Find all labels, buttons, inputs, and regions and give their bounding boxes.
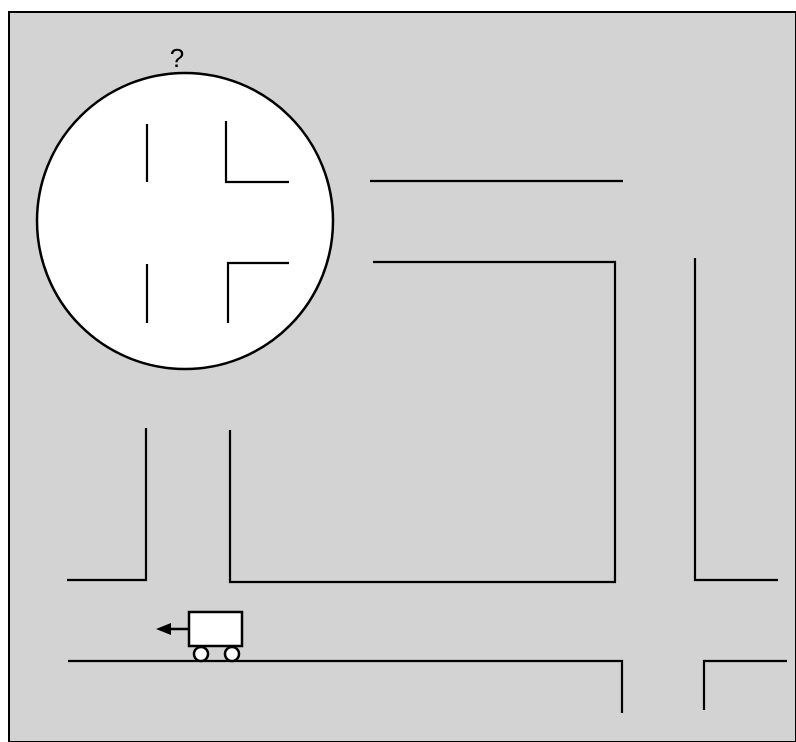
cart-body: [189, 612, 242, 646]
cart-wheel-left: [194, 647, 208, 661]
question-mark: ?: [170, 43, 184, 73]
cart-wheel-right: [225, 647, 239, 661]
magnifier-circle: [37, 73, 333, 369]
